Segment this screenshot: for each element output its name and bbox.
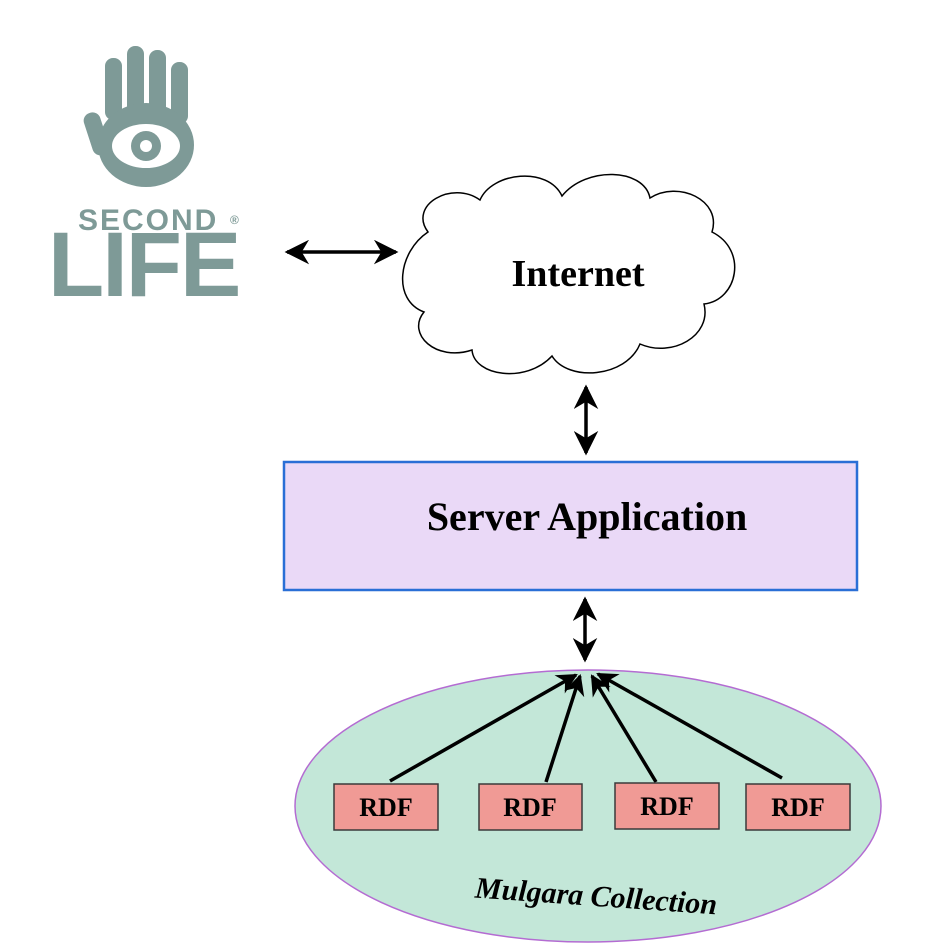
rdf-box-1: RDF — [333, 783, 439, 831]
collection-ellipse — [294, 669, 882, 943]
rdf-box-3: RDF — [614, 782, 720, 830]
server-application-box: Server Application — [282, 460, 859, 592]
logo-text-life: LIFE — [48, 214, 239, 316]
internet-cloud: Internet — [401, 173, 736, 375]
logo-text-second: SECOND — [78, 204, 218, 237]
cloud-shape — [401, 173, 736, 375]
rdf-label: RDF — [503, 793, 556, 822]
rdf-box-4: RDF — [745, 783, 851, 831]
second-life-logo: SECOND ® LIFE — [48, 46, 241, 316]
hand-eye-icon — [83, 46, 194, 187]
rdf-label: RDF — [640, 792, 693, 821]
rdf-3-arrow — [590, 674, 658, 783]
server-box-rect — [282, 460, 859, 592]
server-application-label: Server Application — [427, 494, 747, 539]
rdf-4-arrow — [596, 672, 783, 780]
rdf-2-arrow — [544, 674, 585, 783]
mulgara-collection: RDF RDF RDF RDF Mulgara Collection — [294, 669, 882, 943]
rdf-1-arrow — [389, 673, 578, 783]
rdf-box-2: RDF — [478, 783, 583, 831]
rdf-label: RDF — [359, 793, 412, 822]
rdf-label: RDF — [771, 793, 824, 822]
logo-registered-mark: ® — [230, 213, 239, 227]
internet-label: Internet — [512, 253, 645, 295]
